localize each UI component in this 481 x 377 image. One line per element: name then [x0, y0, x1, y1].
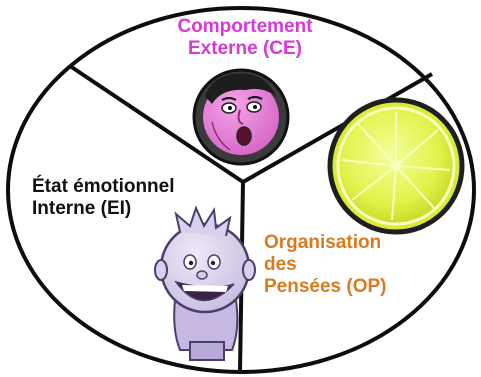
ei-label-line1: État émotionnel: [32, 176, 175, 197]
divider-right: [242, 72, 433, 184]
ce-label-line2: Externe (CE): [187, 38, 303, 59]
op-label-line3: Pensées (OP): [264, 276, 387, 297]
ce-label: Comportement Externe (CE): [140, 16, 350, 60]
ei-label-line2: Interne (EI): [32, 198, 132, 219]
grinning-cartoon-boy-icon: [154, 205, 256, 361]
op-label-line1: Organisation: [264, 232, 382, 253]
divider-left: [68, 64, 245, 184]
op-label-line2: des: [264, 254, 297, 275]
lemon-slice-icon: [327, 97, 465, 235]
ce-label-line1: Comportement: [177, 16, 313, 37]
surprised-woman-face-icon: [192, 68, 290, 166]
op-label: Organisation des Pensées (OP): [264, 232, 387, 298]
ei-label: État émotionnel Interne (EI): [32, 176, 175, 220]
